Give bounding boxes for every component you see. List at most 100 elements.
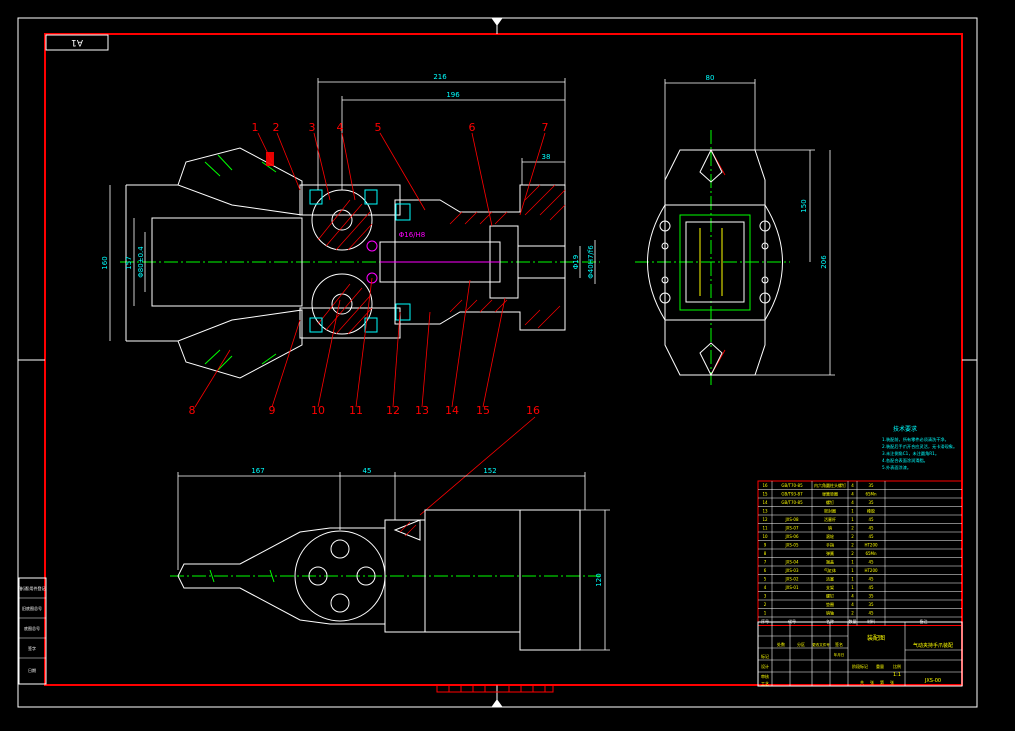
note-line-2: 2.装配后手爪开合应灵活，无卡滞现象。 xyxy=(882,443,957,450)
bom-cell: 35 xyxy=(868,483,874,488)
title-block: 装配图 气动夹持手爪装配 JXS-00 阶段标记 重量 比例 1:1 共 张 第… xyxy=(757,621,963,687)
bom-cell: 4 xyxy=(851,483,854,488)
strip-label-1: 借(通)用件登记 xyxy=(18,585,45,591)
bom-cell: 1 xyxy=(851,577,854,582)
bom-cell: JXS-02 xyxy=(785,577,799,582)
bom-cell: 45 xyxy=(868,534,874,539)
title-sheet-3: 第 xyxy=(880,679,884,685)
dim-front-shaft: Φ19 xyxy=(572,255,580,269)
strip-label-3: 底图总号 xyxy=(24,625,40,631)
balloon-8: 8 xyxy=(189,404,196,417)
title-weight-label: 重量 xyxy=(876,663,884,669)
dim-front-overall: 216 xyxy=(433,73,447,81)
bom-cell: 活塞杆 xyxy=(824,516,836,522)
bom-cell: JXS-07 xyxy=(785,526,799,531)
bom-cell: 4 xyxy=(764,585,767,590)
bom-cell: 2 xyxy=(851,543,854,548)
bom-cell: JXS-08 xyxy=(785,517,799,522)
bom-cell: 销 xyxy=(828,525,832,531)
balloon-4: 4 xyxy=(337,121,344,134)
bom-cell: 1 xyxy=(851,585,854,590)
front-view: 216 196 38 160 157 Φ80±0.4 Φ19 Φ40H7/f6 … xyxy=(101,73,600,516)
bom-cell: 4 xyxy=(851,602,854,607)
bom-cell: 45 xyxy=(868,526,874,531)
balloon-10: 10 xyxy=(311,404,325,417)
bom-cell: 螺钉 xyxy=(826,593,834,599)
dim-top-right: 152 xyxy=(483,467,496,475)
bom-header-cell: 名称 xyxy=(826,618,834,624)
bom-cell: 气缸体 xyxy=(824,567,836,573)
dim-front-height-left: 160 xyxy=(101,256,109,269)
dim-top-left: 167 xyxy=(251,467,264,475)
bom-cell: 弹簧 xyxy=(826,550,834,556)
bom-cell: 2 xyxy=(764,602,767,607)
bom-cell: 10 xyxy=(762,534,768,539)
dim-front-cyl: Φ40H7/f6 xyxy=(587,245,595,279)
title-col-label-2: 分区 xyxy=(797,641,805,647)
title-scale-label: 比例 xyxy=(893,663,901,669)
bom-cell: 35 xyxy=(868,500,874,505)
title-scale: 1:1 xyxy=(893,672,901,678)
bom-header-cell: 序号 xyxy=(761,618,769,624)
bom-cell: 1 xyxy=(851,517,854,522)
bom-cell: 橡胶 xyxy=(867,508,875,514)
technical-notes: 技术要求 1.装配前，所有零件必须清洗干净。 2.装配后手爪开合应灵活，无卡滞现… xyxy=(882,425,957,471)
bom-cell: JXS-06 xyxy=(785,534,799,539)
balloon-12: 12 xyxy=(386,404,400,417)
bom-header-cell: 代号 xyxy=(788,618,796,624)
note-line-3: 3.未注倒角C1，未注圆角R1。 xyxy=(882,450,939,457)
bom-cell: 销轴 xyxy=(826,610,834,616)
sheet-tag: A1 xyxy=(71,37,83,47)
title-row-label-1: 标记 xyxy=(761,653,769,659)
balloon-7: 7 xyxy=(542,121,549,134)
title-col-label-3: 更改文件号 xyxy=(812,642,830,647)
bom-cell: 2 xyxy=(851,611,854,616)
bom-cell: 1 xyxy=(764,611,767,616)
balloon-16: 16 xyxy=(526,404,540,417)
bom-cell: 活塞 xyxy=(826,576,834,582)
bom-cell: 45 xyxy=(868,611,874,616)
balloon-2: 2 xyxy=(273,121,280,134)
bom-cell: JXS-03 xyxy=(785,568,799,573)
bom-cell: 内六角圆柱头螺钉 xyxy=(814,482,846,488)
title-row-label-3: 审核 xyxy=(761,673,769,679)
top-view: 167 45 152 120 xyxy=(170,467,610,651)
bom-cell: GB/T70-85 xyxy=(781,483,803,488)
bom-frame xyxy=(757,480,963,626)
balloon-6: 6 xyxy=(469,121,476,134)
bom-cell: 12 xyxy=(762,517,768,522)
strip-label-2: 旧底图总号 xyxy=(22,605,42,611)
title-sheet-1: 共 xyxy=(860,679,864,685)
dim-top-mid: 45 xyxy=(363,467,372,475)
bom-cell: 15 xyxy=(762,492,768,497)
bom-cell: 14 xyxy=(762,500,768,505)
bom-cell: 9 xyxy=(764,543,767,548)
bom-cell: 端盖 xyxy=(826,559,834,565)
bom-cell: 滚轮 xyxy=(826,533,834,539)
bom-cell: 35 xyxy=(868,602,874,607)
note-line-5: 5.外表面涂漆。 xyxy=(882,464,911,471)
bom-cell: 5 xyxy=(764,577,767,582)
balloon-13: 13 xyxy=(415,404,429,417)
note-line-1: 1.装配前，所有零件必须清洗干净。 xyxy=(882,436,949,443)
bom-cell: 7 xyxy=(764,560,767,565)
bom-cell: 4 xyxy=(851,594,854,599)
title-part: 装配图 xyxy=(867,634,885,642)
title-row-label-4: 工艺 xyxy=(761,681,769,686)
bom-cell: 3 xyxy=(764,594,767,599)
title-sheet-4: 张 xyxy=(890,679,894,685)
title-stage-label: 阶段标记 xyxy=(852,663,868,669)
inner-frame xyxy=(44,33,963,686)
bom-cell: 1 xyxy=(851,568,854,573)
title-assembly-name: 气动夹持手爪装配 xyxy=(913,642,953,649)
bom-cell: 45 xyxy=(868,560,874,565)
bom-cell: 密封圈 xyxy=(824,508,836,514)
strip-label-4: 签字 xyxy=(28,645,36,651)
dim-front-mid-tag: Φ16/H8 xyxy=(399,231,426,239)
bom-cell: 35 xyxy=(868,594,874,599)
left-strip: 借(通)用件登记 旧底图总号 底图总号 签字 日期 xyxy=(18,577,47,685)
bom-header-cell: 备注 xyxy=(920,618,928,624)
